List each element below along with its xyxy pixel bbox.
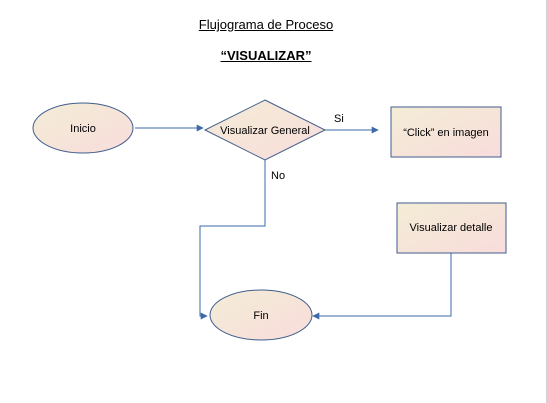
node-visualizar-general: Visualizar General bbox=[203, 99, 327, 161]
node-visualizar-detalle-label: Visualizar detalle bbox=[410, 222, 493, 234]
node-click-imagen: “Click” en imagen bbox=[390, 106, 502, 158]
node-fin: Fin bbox=[209, 289, 313, 341]
node-click-imagen-label: “Click” en imagen bbox=[403, 127, 489, 139]
node-inicio-label: Inicio bbox=[70, 123, 96, 135]
edge-label-no: No bbox=[271, 170, 285, 182]
node-inicio: Inicio bbox=[32, 102, 134, 154]
connector-detalle-to-fin bbox=[312, 253, 452, 320]
diagram-title: Flujograma de Proceso bbox=[198, 17, 334, 32]
connector-no-to-fin bbox=[199, 156, 266, 320]
edge-label-si: Si bbox=[334, 113, 344, 125]
node-visualizar-detalle: Visualizar detalle bbox=[396, 202, 507, 254]
node-visualizar-general-label: Visualizar General bbox=[220, 125, 310, 137]
node-fin-label: Fin bbox=[253, 310, 268, 322]
diagram-subtitle: “VISUALIZAR” bbox=[220, 48, 312, 63]
